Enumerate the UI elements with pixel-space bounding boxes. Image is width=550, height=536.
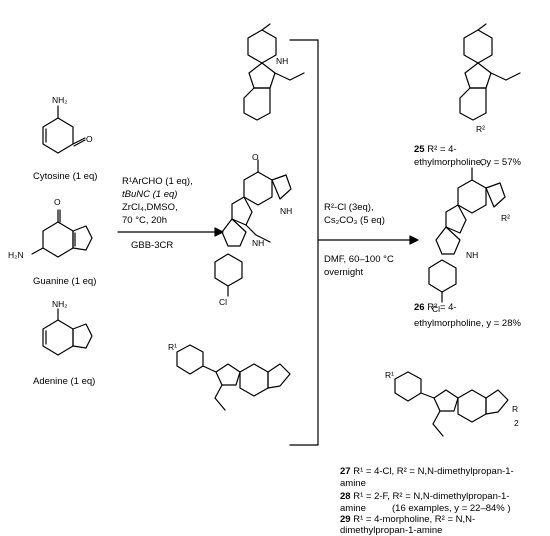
- product-26-number: 26: [414, 302, 425, 313]
- product-27-label: 27 R¹ = 4-Cl, R² = N,N-dimethylpropan-1-: [340, 466, 514, 477]
- product-29-number: 29: [340, 514, 351, 525]
- intermediate-adenine-product: [176, 344, 291, 411]
- product-27-r: R: [512, 404, 518, 414]
- product-26-line2: ethylmorpholine, y = 28%: [414, 318, 521, 329]
- product-29-line2: dimethylpropan-1-amine: [340, 525, 443, 536]
- intermediate-guanine-nh-tbu: NH: [252, 238, 264, 248]
- step2-line3: DMF, 60–100 °C: [324, 254, 394, 265]
- product-27-29-structure: [394, 371, 509, 437]
- product-28-label: 28 R¹ = 2-F, R² = N,N-dimethylpropan-1-: [340, 491, 510, 502]
- product-25-structure: [459, 23, 521, 121]
- cytosine-structure: [42, 105, 86, 154]
- intermediate-cytosine-product: [243, 23, 305, 121]
- product-26-o: O: [480, 157, 487, 167]
- product-26-cl: Cl: [432, 304, 440, 314]
- product-27-sub2: 2: [514, 418, 519, 428]
- step2-line2: Cs₂CO₃ (5 eq): [324, 215, 385, 226]
- cytosine-nh2: NH₂: [52, 95, 68, 105]
- product-26-nh: NH: [466, 250, 478, 260]
- product-26-structure: [428, 167, 506, 303]
- product-27-number: 27: [340, 466, 351, 477]
- product-29-label: 29 R¹ = 4-morpholine, R² = N,N-: [340, 514, 475, 525]
- adenine-structure: [42, 308, 93, 356]
- reagent-cytosine: Cytosine (1 eq): [33, 171, 98, 182]
- guanine-o: O: [54, 197, 61, 207]
- intermediate-guanine-cl: Cl: [219, 297, 227, 307]
- step1-line1: R¹ArCHO (1 eq),: [122, 176, 193, 187]
- product-26-label: 26 R² = 4-: [414, 302, 457, 313]
- step1-line5: GBB-3CR: [131, 240, 174, 251]
- reagent-guanine: Guanine (1 eq): [33, 276, 97, 287]
- intermediate-guanine-product: [214, 159, 292, 297]
- step1-line3: ZrCl₄,DMSO,: [122, 202, 178, 213]
- cytosine-o: O: [86, 134, 93, 144]
- product-25-r2: R² = 4-: [427, 144, 457, 155]
- product-28-number: 28: [340, 491, 351, 502]
- product-27-line2: amine: [340, 478, 366, 489]
- guanine-structure: [31, 209, 93, 258]
- intermediate-adenine-r1: R¹: [168, 342, 177, 352]
- product-29-text: R¹ = 4-morpholine, R² = N,N-: [353, 514, 476, 525]
- product-28-line2: amine: [340, 503, 366, 514]
- step1-line2: tBuNC (1 eq): [122, 189, 178, 200]
- step2-line1: R²-Cl (3eq),: [324, 202, 374, 213]
- step1-line4: 70 °C, 20h: [122, 215, 167, 226]
- product-25-line2: ethylmorpholine, y = 57%: [414, 157, 521, 168]
- product-27-r1: R¹: [385, 370, 394, 380]
- product-28-line3: (16 examples, y = 22–84% ): [392, 503, 511, 514]
- product-25-number: 25: [414, 144, 425, 155]
- adenine-nh2: NH₂: [52, 299, 68, 309]
- product-26-r2: R² = 4-: [427, 302, 457, 313]
- intermediate-cytosine-nh: NH: [276, 56, 288, 66]
- product-25-r2: R²: [476, 124, 485, 134]
- guanine-h2n: H₂N: [8, 250, 24, 260]
- step2-line4: overnight: [324, 267, 364, 278]
- intermediate-guanine-o: O: [252, 152, 259, 162]
- product-26-r2: R²: [501, 213, 510, 223]
- intermediate-guanine-nh: NH: [280, 206, 292, 216]
- reagent-adenine: Adenine (1 eq): [33, 376, 96, 387]
- product-27-text: R¹ = 4-Cl, R² = N,N-dimethylpropan-1-: [353, 466, 514, 477]
- product-25-label: 25 R² = 4-: [414, 144, 457, 155]
- product-28-text: R¹ = 2-F, R² = N,N-dimethylpropan-1-: [353, 491, 510, 502]
- reaction-scheme: NH₂ O O H₂N NH₂ O NH NH Cl R¹ NH O R² NH…: [8, 23, 521, 446]
